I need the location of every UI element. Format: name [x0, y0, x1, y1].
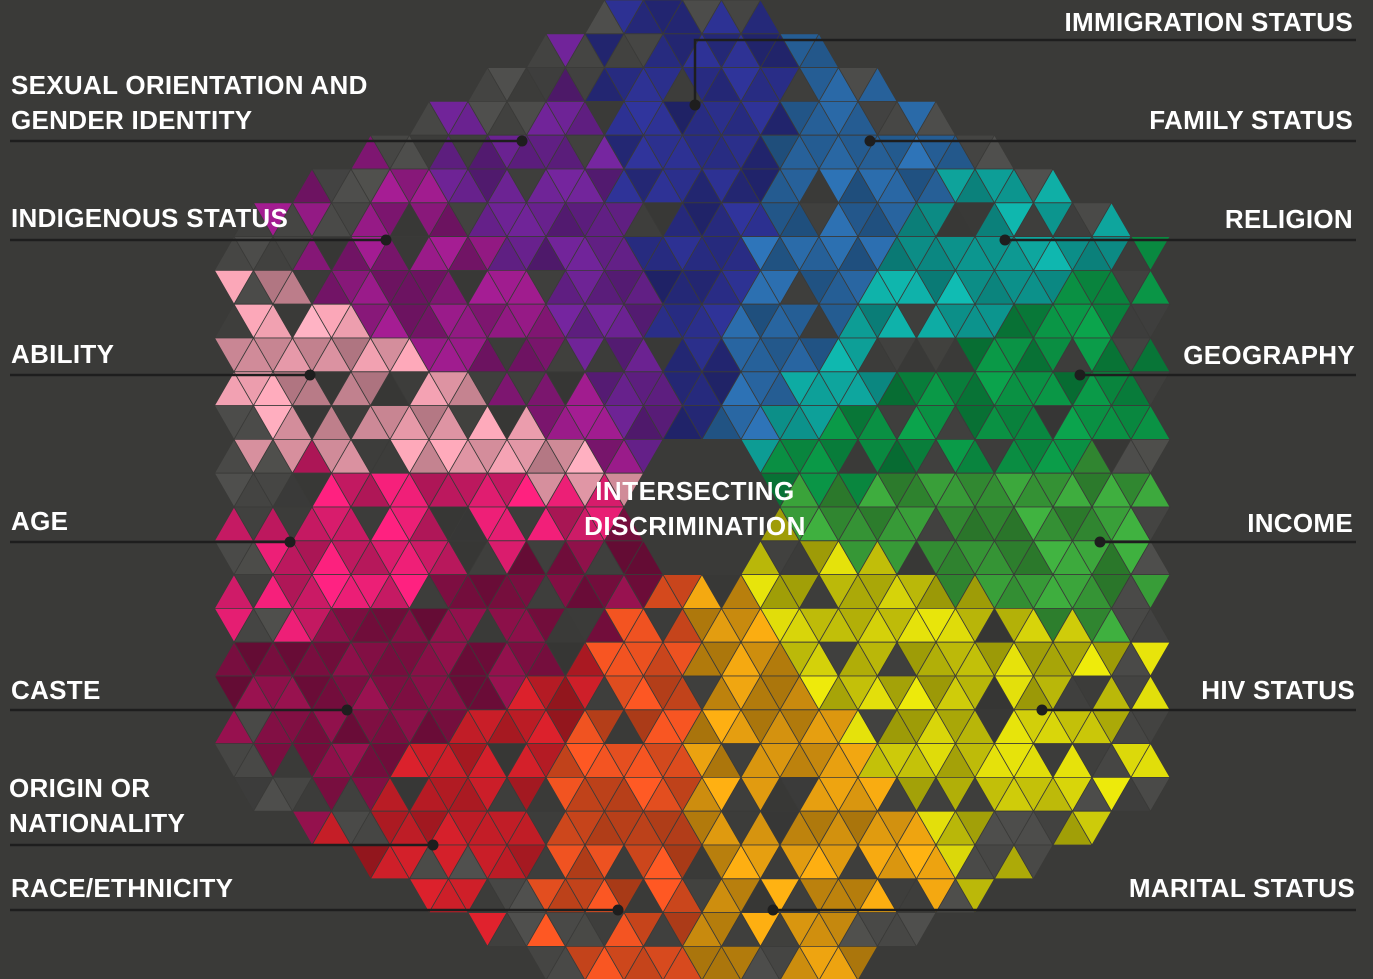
anchor-dot-caste: [341, 704, 353, 716]
anchor-dot-age: [284, 536, 296, 548]
anchor-dot-immigration-status: [689, 99, 701, 111]
anchor-dot-ability: [304, 369, 316, 381]
label-family-status: FAMILY STATUS: [1149, 105, 1353, 135]
label-caste: CASTE: [11, 675, 101, 705]
mosaic-triangle: [1130, 506, 1171, 542]
mosaic-triangle: [954, 878, 996, 914]
anchor-dot-geography: [1074, 369, 1086, 381]
anchor-dot-hiv-status: [1036, 704, 1048, 716]
leader-lines: [10, 38, 1356, 916]
mosaic-triangle: [603, 472, 645, 508]
center-title: INTERSECTING DISCRIMINATION: [560, 474, 830, 544]
mosaic-triangle: [1071, 810, 1113, 846]
mosaic-triangles: [213, 0, 1171, 979]
anchor-dot-indigenous-status: [380, 234, 392, 246]
mosaic-triangle: [896, 912, 937, 948]
label-geography: GEOGRAPHY: [1183, 340, 1355, 370]
label-immigration-status: IMMIGRATION STATUS: [1064, 7, 1353, 37]
label-marital-status: MARITAL STATUS: [1128, 873, 1355, 903]
anchor-dot-sexual-orientation-and-gender-identity: [516, 135, 528, 147]
mosaic-triangle: [1130, 303, 1171, 339]
anchor-dot-race-ethnicity: [612, 904, 624, 916]
label-ability: ABILITY: [11, 339, 115, 369]
mosaic-triangle: [1130, 574, 1171, 610]
label-age: AGE: [11, 506, 69, 536]
anchor-dot-family-status: [864, 135, 876, 147]
mosaic-triangle: [623, 438, 664, 475]
label-indigenous-status: INDIGENOUS STATUS: [11, 203, 289, 233]
mosaic-triangle: [1130, 438, 1171, 475]
anchor-dot-marital-status: [767, 904, 779, 916]
leader-line-immigration-status: [693, 38, 1356, 105]
mosaic-triangle: [1130, 236, 1171, 272]
label-origin-or-nationality: ORIGIN OR NATIONALITY: [9, 773, 186, 838]
label-hiv-status: HIV STATUS: [1201, 675, 1355, 705]
anchor-dot-religion: [999, 234, 1011, 246]
mosaic-triangle: [1130, 371, 1171, 407]
mosaic-triangle: [1130, 777, 1171, 813]
label-race-ethnicity: RACE/ETHNICITY: [11, 873, 234, 903]
anchor-dot-origin-or-nationality: [427, 839, 439, 851]
anchor-dot-income: [1094, 536, 1106, 548]
label-sexual-orientation-and-gender-identity: SEXUAL ORIENTATION AND GENDER IDENTITY: [11, 70, 368, 135]
mosaic-triangle: [837, 946, 879, 979]
mosaic-triangle: [1013, 844, 1054, 880]
label-income: INCOME: [1247, 508, 1353, 538]
label-religion: RELIGION: [1224, 204, 1353, 234]
center-title-line-1: INTERSECTING: [595, 476, 795, 506]
mosaic-triangle: [1130, 641, 1171, 677]
center-title-line-2: DISCRIMINATION: [584, 511, 806, 541]
